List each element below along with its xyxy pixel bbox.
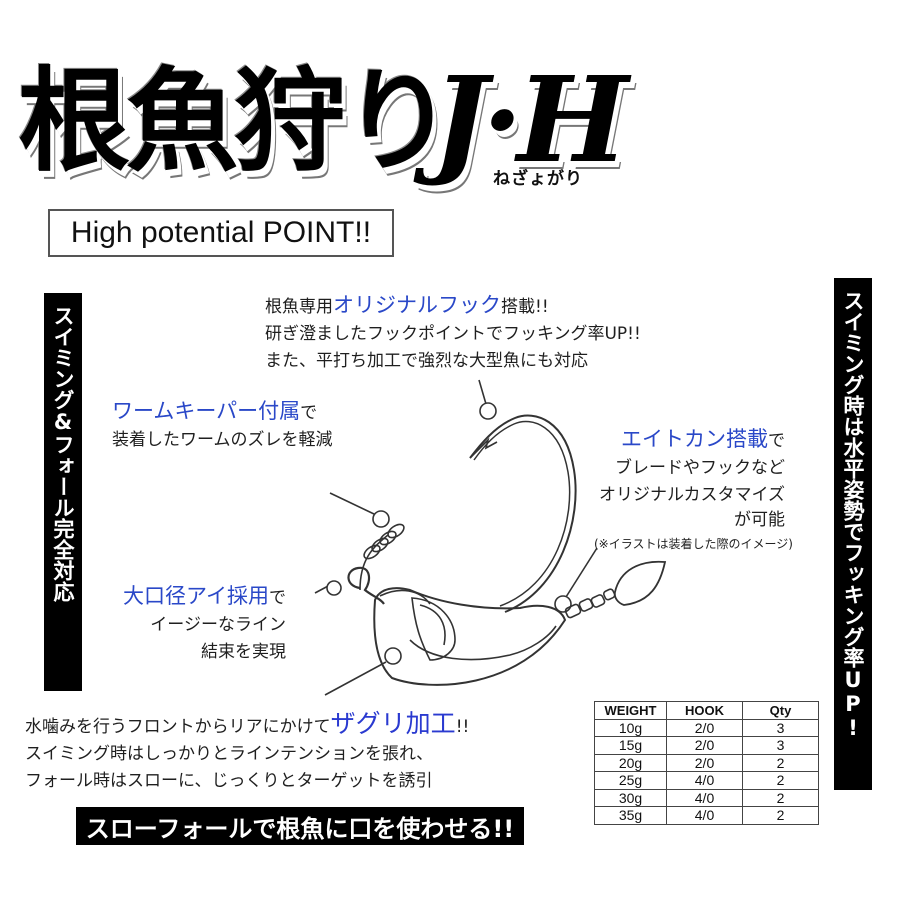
zaguri-highlight: ザグリ加工 [330, 709, 456, 738]
eight-ring-callout-dot [554, 595, 572, 613]
eight-ring-line4: が可能 [733, 510, 785, 530]
table-row: 30g 4/0 2 [594, 788, 819, 807]
worm-keeper-callout: ワームキーパー付属で 装着したワームのズレを軽減 [112, 398, 333, 454]
hook-column-header: HOOK [666, 701, 743, 720]
qty-column-header: Qty [742, 701, 819, 720]
zaguri-prefix: 水噛みを行うフロントからリアにかけて [25, 717, 331, 737]
hook-cell: 4/0 [666, 788, 743, 807]
hook-cell: 2/0 [666, 718, 743, 737]
weight-cell: 15g [594, 736, 667, 755]
swim-fall-banner: スイミング&フォール完全対応 [44, 293, 82, 691]
worm-keeper-highlight: ワームキーパー付属 [112, 399, 301, 423]
zaguri-suffix: !! [455, 717, 470, 737]
weight-cell: 35g [594, 806, 667, 825]
large-eye-suffix: で [268, 588, 286, 608]
weight-column-header: WEIGHT [594, 701, 667, 720]
hook-callout-dot [479, 402, 497, 420]
zaguri-callout-dot [384, 647, 402, 665]
qty-cell: 2 [742, 753, 819, 772]
qty-cell: 2 [742, 788, 819, 807]
hook-callout-prefix: 根魚専用 [265, 297, 333, 317]
worm-keeper-line2: 装着したワームのズレを軽減 [112, 430, 333, 450]
hook-cell: 4/0 [666, 806, 743, 825]
spec-table-header-row: WEIGHT HOOK Qty [594, 701, 819, 720]
worm-keeper-suffix: で [300, 403, 318, 423]
table-row: 25g 4/0 2 [594, 771, 819, 790]
table-row: 15g 2/0 3 [594, 736, 819, 755]
table-row: 20g 2/0 2 [594, 753, 819, 772]
hook-cell: 2/0 [666, 736, 743, 755]
product-title-latin: J·H [432, 50, 628, 189]
hook-leader-line [478, 379, 487, 405]
table-row: 35g 4/0 2 [594, 806, 819, 825]
table-row: 10g 2/0 3 [594, 718, 819, 737]
eight-ring-line2: ブレードやフックなど [614, 458, 785, 478]
hook-callout-suffix: 搭載!! [501, 297, 549, 317]
hook-callout-line3: また、平打ち加工で強烈な大型魚にも対応 [265, 351, 588, 371]
large-eye-line2: イージーなライン [150, 615, 286, 635]
worm-keeper-leader-line [329, 492, 375, 515]
zaguri-line3: フォール時はスローに、じっくりとターゲットを誘引 [25, 771, 433, 791]
eight-ring-highlight: エイトカン搭載 [620, 427, 768, 451]
product-title-japanese: 根魚狩り [18, 56, 454, 187]
hook-cell: 4/0 [666, 771, 743, 790]
hooking-rate-banner: スイミング時は水平姿勢でフッキング率UP! [834, 278, 872, 790]
qty-cell: 3 [742, 736, 819, 755]
zaguri-leader-line [324, 661, 387, 696]
hook-callout-line2: 研ぎ澄ましたフックポイントでフッキング率UP!! [265, 324, 641, 344]
eight-ring-callout: エイトカン搭載で ブレードやフックなど オリジナルカスタマイズ が可能 (※イラ… [594, 426, 793, 558]
eight-ring-leader-line [565, 547, 598, 598]
hook-callout-highlight: オリジナルフック [333, 293, 501, 317]
spec-table: WEIGHT HOOK Qty 10g 2/0 3 15g 2/0 3 20g … [594, 701, 819, 825]
illustration-note: (※イラストは装着した際のイメージ) [594, 537, 793, 551]
eight-ring-suffix: で [767, 431, 785, 451]
worm-keeper-callout-dot [372, 510, 390, 528]
qty-cell: 2 [742, 806, 819, 825]
eye-callout-dot [326, 580, 342, 596]
weight-cell: 20g [594, 753, 667, 772]
original-hook-callout: 根魚専用オリジナルフック搭載!! 研ぎ澄ましたフックポイントでフッキング率UP!… [265, 292, 641, 375]
large-eye-callout: 大口径アイ採用で イージーなライン 結束を実現 [123, 583, 286, 666]
eye-leader-line [314, 584, 331, 594]
hook-cell: 2/0 [666, 753, 743, 772]
weight-cell: 25g [594, 771, 667, 790]
large-eye-line3: 結束を実現 [200, 642, 286, 662]
large-eye-highlight: 大口径アイ採用 [123, 584, 269, 608]
zaguri-line2: スイミング時はしっかりとラインテンションを張れ、 [25, 744, 434, 764]
high-potential-heading: High potential POINT!! [48, 209, 394, 257]
slow-fall-banner: スローフォールで根魚に口を使わせる!! [76, 807, 524, 845]
qty-cell: 3 [742, 718, 819, 737]
qty-cell: 2 [742, 771, 819, 790]
weight-cell: 30g [594, 788, 667, 807]
zaguri-callout: 水噛みを行うフロントからリアにかけてザグリ加工!! スイミング時はしっかりとライ… [25, 710, 469, 795]
weight-cell: 10g [594, 718, 667, 737]
eight-ring-line3: オリジナルカスタマイズ [598, 485, 785, 505]
product-title-reading: ねざょがり [493, 169, 583, 189]
